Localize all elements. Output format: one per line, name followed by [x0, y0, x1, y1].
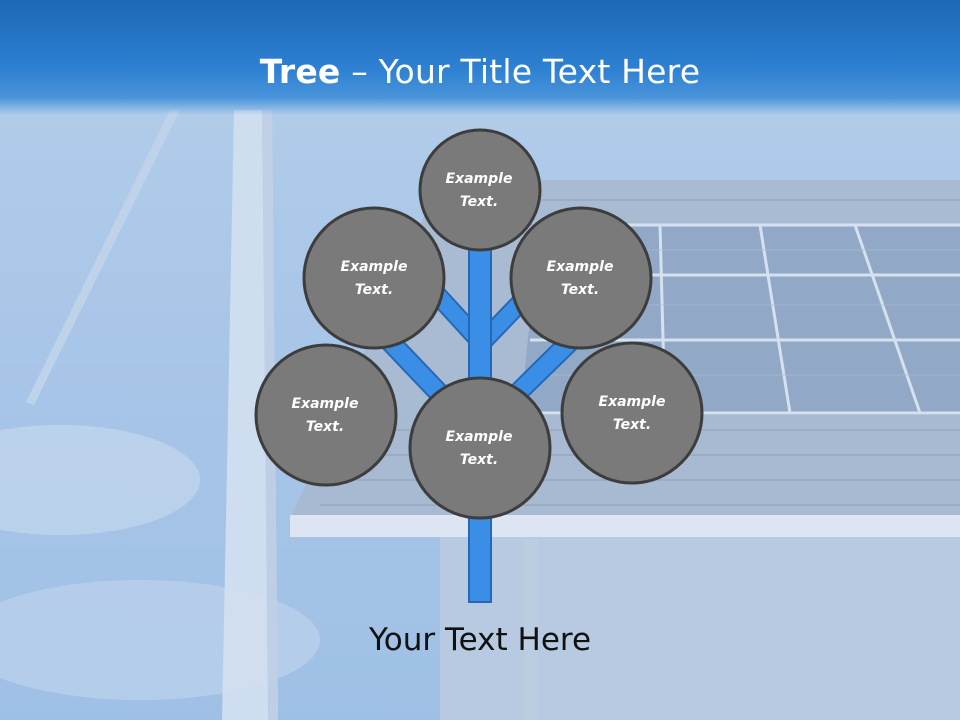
node-upper-left: Example Text.	[314, 256, 434, 302]
node-top-line2: Text.	[459, 194, 499, 210]
node-lower-left: Example Text.	[265, 393, 385, 439]
node-circle-lower-right	[560, 341, 704, 485]
node-upper-right: Example Text.	[520, 256, 640, 302]
node-upper-left-line1: Example	[340, 259, 408, 275]
node-lower-left-line2: Text.	[305, 419, 345, 435]
node-lower-right: Example Text.	[572, 391, 692, 437]
node-circle-upper-left	[302, 206, 446, 350]
house-wall	[440, 537, 960, 720]
node-upper-right-line2: Text.	[560, 282, 600, 298]
node-top-line1: Example	[445, 171, 513, 187]
node-lower-right-line2: Text.	[612, 417, 652, 433]
node-upper-left-line2: Text.	[354, 282, 394, 298]
node-center-line1: Example	[445, 429, 513, 445]
node-circle-center	[408, 376, 552, 520]
node-circle-upper-right	[509, 206, 653, 350]
node-top: Example Text.	[419, 168, 539, 214]
header-bar	[0, 0, 960, 115]
turbine-blade	[26, 110, 180, 405]
slide-title: Tree – Your Title Text Here	[0, 52, 960, 91]
gutter	[290, 515, 960, 537]
node-circle-top	[418, 128, 542, 252]
node-circle-lower-left	[254, 343, 398, 487]
node-center-line2: Text.	[459, 452, 499, 468]
title-bold: Tree	[259, 52, 341, 91]
node-upper-right-line1: Example	[546, 259, 614, 275]
slide-caption: Your Text Here	[368, 622, 592, 658]
node-lower-right-line1: Example	[598, 394, 666, 410]
node-center: Example Text.	[419, 426, 539, 472]
title-rest: – Your Title Text Here	[340, 52, 701, 91]
node-lower-left-line1: Example	[291, 396, 359, 412]
